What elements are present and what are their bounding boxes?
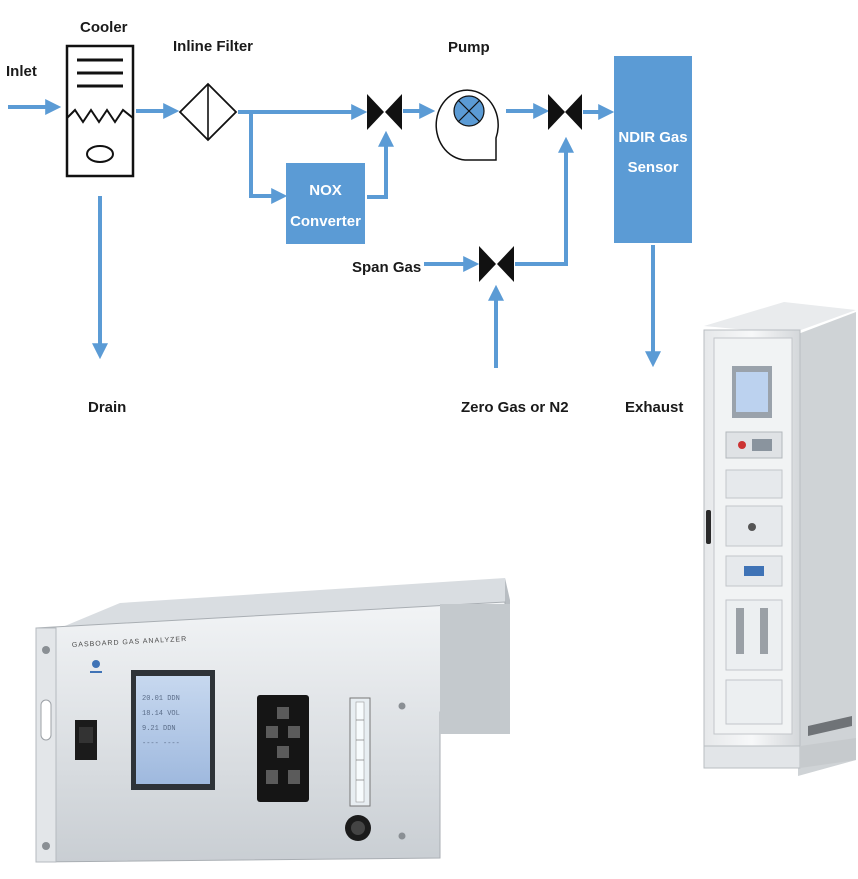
nox-converter-box: NOX Converter: [286, 163, 365, 244]
power-switch-icon: [75, 720, 97, 760]
ndir-sensor-label-1: NDIR Gas: [618, 129, 687, 146]
flowmeter-icon: [349, 697, 371, 807]
rack-gas-analyzer-illustration: GASBOARD GAS ANALYZER 20.01 DDN 18.14 VO…: [35, 578, 510, 863]
valve-3-icon: [479, 246, 514, 282]
nox-converter-label-2: Converter: [290, 213, 361, 230]
filter-to-nox-line: [249, 112, 288, 204]
ndir-sensor-label-2: Sensor: [628, 159, 679, 176]
inline-filter-label: Inline Filter: [173, 38, 253, 55]
svg-text:---- ----: ---- ----: [142, 740, 180, 748]
keypad-icon: [257, 695, 309, 802]
drain-label: Drain: [88, 399, 126, 416]
span-gas-label: Span Gas: [352, 259, 421, 276]
ndir-gas-sensor-box: NDIR Gas Sensor: [614, 56, 692, 243]
flow-diagram: Inlet Cooler Drain Inline Filter NOX Co: [6, 19, 692, 416]
svg-text:9.21 DDN: 9.21 DDN: [142, 725, 176, 733]
zero-gas-label: Zero Gas or N2: [461, 399, 569, 416]
touchscreen-icon: [732, 366, 772, 418]
inlet-label: Inlet: [6, 63, 37, 80]
analyzer-cabinet-illustration: [703, 302, 856, 776]
svg-text:20.01 DDN: 20.01 DDN: [142, 695, 180, 703]
valve-1-icon: [367, 94, 402, 130]
pump-label: Pump: [448, 39, 490, 56]
valve-2-icon: [548, 94, 582, 130]
nox-to-valve1-line: [367, 130, 394, 199]
exhaust-label: Exhaust: [625, 399, 683, 416]
pump-symbol: [435, 89, 499, 161]
cooler-symbol: [65, 44, 135, 178]
lcd-display: 20.01 DDN 18.14 VOL 9.21 DDN ---- ----: [131, 670, 215, 790]
svg-text:18.14 VOL: 18.14 VOL: [142, 710, 180, 718]
cabinet-door-handle-icon: [706, 510, 711, 544]
inline-filter-symbol: [178, 82, 238, 142]
needle-valve-knob-icon: [345, 815, 371, 841]
cooler-label: Cooler: [80, 19, 128, 36]
valve3-to-valve2-line: [515, 136, 574, 266]
brand-logo-icon: [90, 660, 102, 673]
nox-converter-label-1: NOX: [309, 182, 342, 199]
